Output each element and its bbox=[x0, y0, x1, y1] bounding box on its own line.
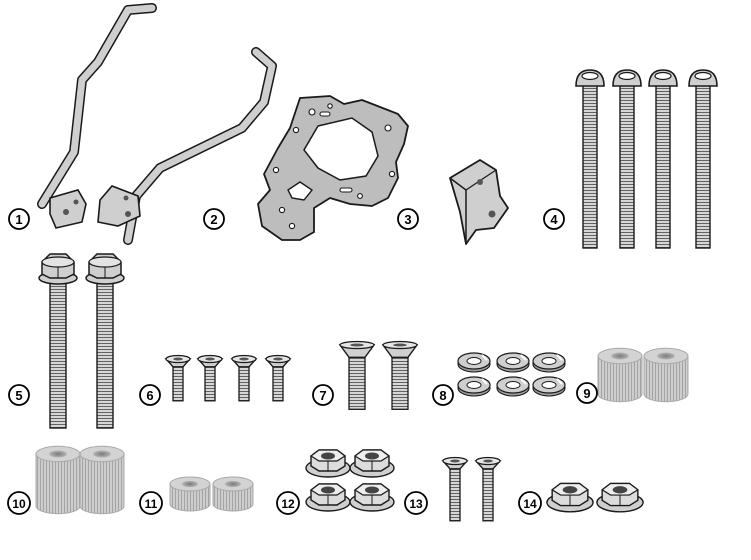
socket-bolt bbox=[648, 69, 678, 249]
part-number-9: 9 bbox=[583, 386, 590, 401]
part-label-9: 9 bbox=[576, 382, 598, 404]
part-1-left-arm bbox=[37, 3, 157, 229]
flange-nut bbox=[349, 449, 395, 478]
part-number-7: 7 bbox=[319, 388, 326, 403]
part-13-screws bbox=[441, 456, 502, 522]
part-number-8: 8 bbox=[439, 388, 446, 403]
countersunk-screw bbox=[338, 340, 376, 410]
part-number-1: 1 bbox=[15, 212, 22, 227]
countersunk-screw bbox=[474, 456, 502, 522]
part-14-nuts bbox=[546, 482, 644, 513]
flange-nut bbox=[596, 482, 644, 513]
flange-bolt bbox=[85, 253, 125, 429]
socket-bolt bbox=[688, 69, 718, 249]
part-4-long-bolts bbox=[575, 69, 718, 249]
washer bbox=[532, 352, 566, 373]
flange-bolt bbox=[38, 253, 78, 429]
part-9-spacers bbox=[597, 347, 689, 403]
part-3-mounting-plate bbox=[257, 95, 409, 241]
part-number-14: 14 bbox=[523, 497, 537, 511]
part-label-7: 7 bbox=[312, 384, 334, 406]
flange-nut bbox=[546, 482, 594, 513]
part-label-5: 5 bbox=[8, 384, 30, 406]
part-label-6: 6 bbox=[139, 384, 161, 406]
spacer bbox=[35, 445, 81, 515]
countersunk-screw bbox=[196, 354, 224, 402]
part-5-flange-bolts bbox=[38, 253, 125, 429]
spacer bbox=[169, 476, 211, 512]
part-label-4: 4 bbox=[543, 208, 565, 230]
countersunk-screw bbox=[164, 354, 192, 402]
part-label-12: 12 bbox=[276, 491, 300, 515]
part-label-1: 1 bbox=[8, 208, 30, 230]
part-number-4: 4 bbox=[550, 212, 558, 227]
washer bbox=[532, 376, 566, 397]
part-label-11: 11 bbox=[139, 491, 163, 515]
part-8-washers bbox=[457, 352, 566, 397]
part-label-13: 13 bbox=[404, 491, 428, 515]
part-number-12: 12 bbox=[281, 497, 295, 511]
part-number-6: 6 bbox=[146, 388, 153, 403]
spacer bbox=[643, 347, 689, 403]
part-10-tall-spacers bbox=[35, 445, 125, 515]
washer bbox=[457, 376, 491, 397]
countersunk-screw bbox=[441, 456, 469, 522]
part-number-3: 3 bbox=[404, 212, 411, 227]
part-number-13: 13 bbox=[409, 497, 423, 511]
countersunk-screw bbox=[230, 354, 258, 402]
flange-nut bbox=[305, 483, 351, 512]
part-label-2: 2 bbox=[203, 208, 225, 230]
washer bbox=[457, 352, 491, 373]
part-11-short-spacers bbox=[169, 476, 254, 512]
part-12-nuts bbox=[305, 449, 395, 512]
countersunk-screw bbox=[264, 354, 292, 402]
part-label-3: 3 bbox=[397, 208, 419, 230]
spacer bbox=[79, 445, 125, 515]
flange-nut bbox=[305, 449, 351, 478]
countersunk-screw bbox=[381, 340, 419, 410]
socket-bolt bbox=[575, 69, 605, 249]
socket-bolt bbox=[612, 69, 642, 249]
part-label-8: 8 bbox=[432, 384, 454, 406]
part-number-2: 2 bbox=[210, 212, 217, 227]
part-number-10: 10 bbox=[12, 497, 26, 511]
part-3-bracket bbox=[449, 159, 509, 245]
part-2-right-arm bbox=[97, 47, 277, 245]
spacer bbox=[597, 347, 643, 403]
washer bbox=[496, 352, 530, 373]
part-label-10: 10 bbox=[7, 491, 31, 515]
part-7-screws bbox=[338, 340, 419, 410]
flange-nut bbox=[349, 483, 395, 512]
part-6-small-screws bbox=[164, 354, 292, 402]
part-label-14: 14 bbox=[518, 491, 542, 515]
spacer bbox=[212, 476, 254, 512]
part-number-11: 11 bbox=[145, 497, 158, 511]
washer bbox=[496, 376, 530, 397]
part-number-5: 5 bbox=[15, 388, 22, 403]
